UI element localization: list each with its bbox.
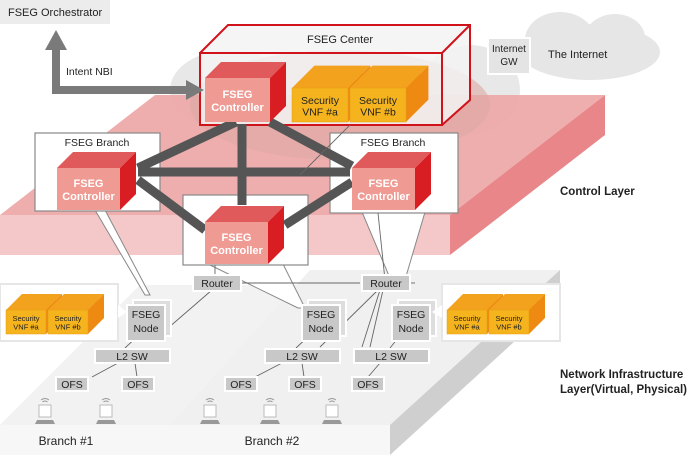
branch1-vnfs-b-line2: VNF #b: [55, 323, 80, 332]
branch-mid-controller-line1: FSEG: [222, 232, 252, 244]
internet-label: The Internet: [548, 49, 607, 61]
center-vnfs-b-line1: Security: [359, 95, 398, 107]
orchestrator-box: [0, 0, 110, 24]
branch2-vnfs-a-line1: Security: [453, 314, 480, 323]
branch1-vnfs-a-line2: VNF #a: [13, 323, 39, 332]
fseg-node-3-line1: FSEG: [397, 309, 426, 321]
ofs-5-label: OFS: [357, 379, 379, 391]
wireless-terminal-icon: [260, 398, 280, 424]
l2sw-3-label: L2 SW: [375, 351, 407, 363]
branch1-vnfs-b-line1: Security: [54, 314, 81, 323]
controller-links: [135, 117, 355, 234]
router-left: [192, 274, 242, 292]
ofs-4: [288, 376, 322, 392]
fseg-node-2: [301, 299, 347, 342]
control-layer-label: Control Layer: [560, 186, 635, 198]
branch2-vnfs-b-line2: VNF #b: [496, 323, 521, 332]
branch-right-controller-line2: Controller: [357, 191, 410, 203]
wireless-terminal-icon: [96, 398, 116, 424]
ofs-2-label: OFS: [127, 379, 149, 391]
l2sw-1-label: L2 SW: [116, 351, 148, 363]
wireless-terminal-icon: [322, 398, 342, 424]
branch-right-controller-line1: FSEG: [369, 178, 399, 190]
wireless-terminal-icon: [35, 398, 55, 424]
center-controller-line1: FSEG: [223, 89, 253, 101]
fseg-node-1: [126, 299, 172, 342]
router-right-label: Router: [370, 278, 402, 290]
ofs-2: [121, 376, 155, 392]
branch-left-controller-line1: FSEG: [74, 178, 104, 190]
l2sw-2-label: L2 SW: [286, 351, 318, 363]
router-right: [361, 274, 411, 292]
ofs-3: [224, 376, 258, 392]
center-vnfs-a-line1: Security: [301, 95, 340, 107]
fseg-node-2-line1: FSEG: [307, 309, 336, 321]
ofs-3-label: OFS: [230, 379, 252, 391]
fseg-node-1-line2: Node: [133, 323, 158, 335]
fseg-node-3: [391, 299, 437, 342]
l2sw-2: [264, 348, 341, 364]
wireless-terminal-icon: [200, 398, 220, 424]
internet-gw-line2: GW: [500, 57, 518, 68]
intent-nbi-arrow: [45, 30, 204, 100]
center-controller-line2: Controller: [211, 102, 264, 114]
branch1-vnfs-a-line1: Security: [12, 314, 39, 323]
ofs-4-label: OFS: [294, 379, 316, 391]
fseg-node-2-line2: Node: [308, 323, 333, 335]
fseg-node-1-line1: FSEG: [132, 309, 161, 321]
thin-links: [91, 124, 415, 378]
branch2-vnfs-a-line2: VNF #a: [454, 323, 480, 332]
ofs-1: [55, 376, 89, 392]
branch-left-controller-line2: Controller: [62, 191, 115, 203]
branch-left-title: FSEG Branch: [65, 137, 130, 149]
branch-right-title: FSEG Branch: [361, 137, 426, 149]
center-title: FSEG Center: [307, 34, 373, 46]
infra-layer-label-line2: Layer(Virtual, Physical): [560, 384, 687, 396]
l2sw-3: [353, 348, 430, 364]
internet-gw-line1: Internet: [492, 44, 526, 55]
branch-1-label: Branch #1: [39, 434, 94, 448]
ofs-5: [351, 376, 385, 392]
center-vnfs-b-line2: VNF #b: [360, 107, 396, 119]
branch2-vnfs-b-line1: Security: [495, 314, 522, 323]
intent-nbi-label: Intent NBI: [66, 66, 113, 78]
fseg-node-3-line2: Node: [398, 323, 423, 335]
center-vnfs-a-line2: VNF #a: [302, 107, 338, 119]
orchestrator-label: FSEG Orchestrator: [8, 7, 102, 19]
branch-mid-controller-line2: Controller: [210, 245, 263, 257]
router-left-label: Router: [201, 278, 233, 290]
l2sw-1: [94, 348, 171, 364]
ofs-1-label: OFS: [61, 379, 83, 391]
branch-2-label: Branch #2: [245, 434, 300, 448]
infra-layer-label-line1: Network Infrastructure: [560, 369, 683, 381]
internet-gw-box: [487, 37, 531, 75]
